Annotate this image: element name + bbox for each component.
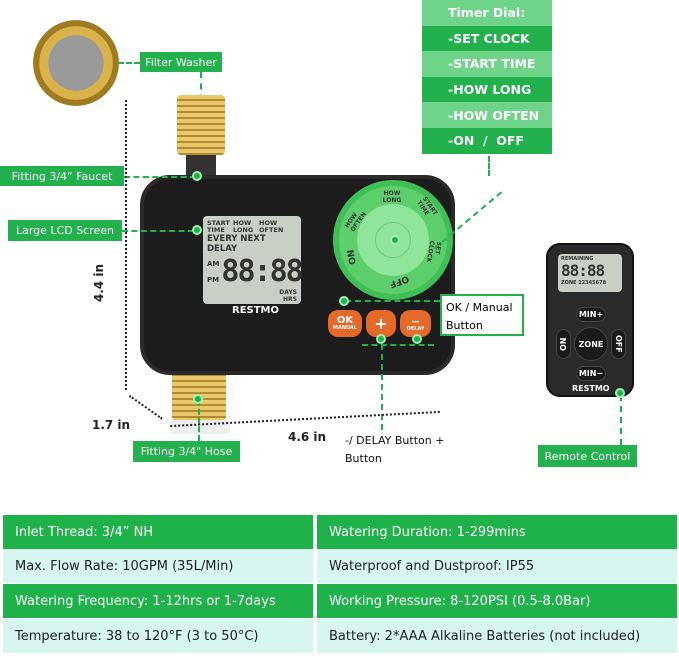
plus-button[interactable]: +: [366, 310, 396, 337]
spec-cell: Battery: 2*AAA Alkaline Batteries (not i…: [317, 619, 677, 653]
callout-fitting-faucet: Fitting 3/4” Faucet: [0, 166, 124, 186]
dimension-width: 4.6 in: [288, 430, 327, 444]
spec-cell: Max. Flow Rate: 10GPM (35L/Min): [3, 549, 313, 583]
spec-cell: Working Pressure: 8-120PSI (0.5-8.0Bar): [317, 584, 677, 618]
spec-cell: Temperature: 38 to 120°F (3 to 50°C): [3, 619, 313, 653]
callout-filter-washer: Filter Washer: [140, 52, 222, 72]
brand-logo: RESTMO: [232, 305, 280, 316]
callout-remote-control: Remote Control: [538, 445, 637, 467]
remote-zone-button[interactable]: ZONE: [574, 327, 608, 361]
callout-fitting-hose: Fitting 3/4" Hose: [133, 441, 240, 462]
lcd-how-long: HOW LONG: [233, 219, 254, 234]
dial-how-long: HOW LONG: [382, 190, 402, 204]
dimension-depth: 1.7 in: [92, 418, 131, 432]
dial-on: ON: [346, 248, 359, 266]
callout-lcd-screen: Large LCD Screen: [8, 220, 122, 241]
timer-dial-item: -HOW OFTEN: [422, 102, 552, 128]
lcd-digits: 88:88: [221, 254, 303, 289]
remote-on-button[interactable]: ON: [556, 329, 571, 359]
lcd-days-hrs: DAYS HRS: [279, 289, 297, 303]
dimension-height: 4.4 in: [92, 263, 107, 303]
faucet-fitting: [177, 95, 225, 155]
remote-remaining: REMAINING: [561, 256, 594, 262]
filter-washer-image: [33, 20, 119, 106]
delay-label: DELAY: [406, 325, 425, 332]
lcd-screen: START TIME HOW LONG HOW OFTEN EVERY NEXT…: [203, 216, 304, 304]
lcd-pm: PM: [207, 275, 220, 284]
callout-delay-plus: -/ DELAY Button + Button: [345, 434, 445, 465]
lcd-start-time: START TIME: [207, 219, 230, 234]
minus-delay-button[interactable]: −DELAY: [400, 310, 431, 337]
spec-cell: Watering Duration: 1-299mins: [317, 515, 677, 549]
remote-min-minus-button[interactable]: MIN−: [576, 366, 606, 381]
lcd-how-often: HOW OFTEN: [259, 219, 284, 234]
spec-cell: Waterproof and Dustproof: IP55: [317, 549, 677, 583]
lcd-am: AM: [207, 259, 220, 268]
timer-dial-legend: Timer Dial: -SET CLOCK -START TIME -HOW …: [422, 0, 552, 154]
remote-min-plus-button[interactable]: MIN+: [576, 307, 606, 322]
timer-dial-title: Timer Dial:: [422, 0, 552, 26]
manual-label: MANUAL: [333, 325, 357, 331]
spec-cell: Inlet Thread: 3/4” NH: [3, 515, 313, 549]
remote-control: REMAINING 88:88 ZONE 12345678 MIN+ ON ZO…: [546, 243, 634, 397]
timer-dial-item: -START TIME: [422, 51, 552, 77]
minus-label: −: [410, 314, 421, 328]
remote-lcd: REMAINING 88:88 ZONE 12345678: [558, 254, 622, 292]
remote-digits: 88:88: [561, 261, 605, 280]
callout-ok-manual: OK / Manual Button: [440, 294, 524, 336]
timer-dial-item: -SET CLOCK: [422, 25, 552, 52]
remote-brand: RESTMO: [572, 384, 610, 393]
timer-dial-item: -ON / OFF: [422, 127, 552, 154]
timer-dial-item: -HOW LONG: [422, 76, 552, 103]
spec-cell: Watering Frequency: 1-12hrs or 1-7days: [3, 584, 313, 618]
lcd-every-next-delay: EVERY NEXT DELAY: [207, 234, 266, 254]
remote-zone-row: ZONE 12345678: [561, 280, 607, 286]
remote-off-button[interactable]: OFF: [611, 329, 626, 359]
ok-label: OK: [336, 315, 354, 326]
